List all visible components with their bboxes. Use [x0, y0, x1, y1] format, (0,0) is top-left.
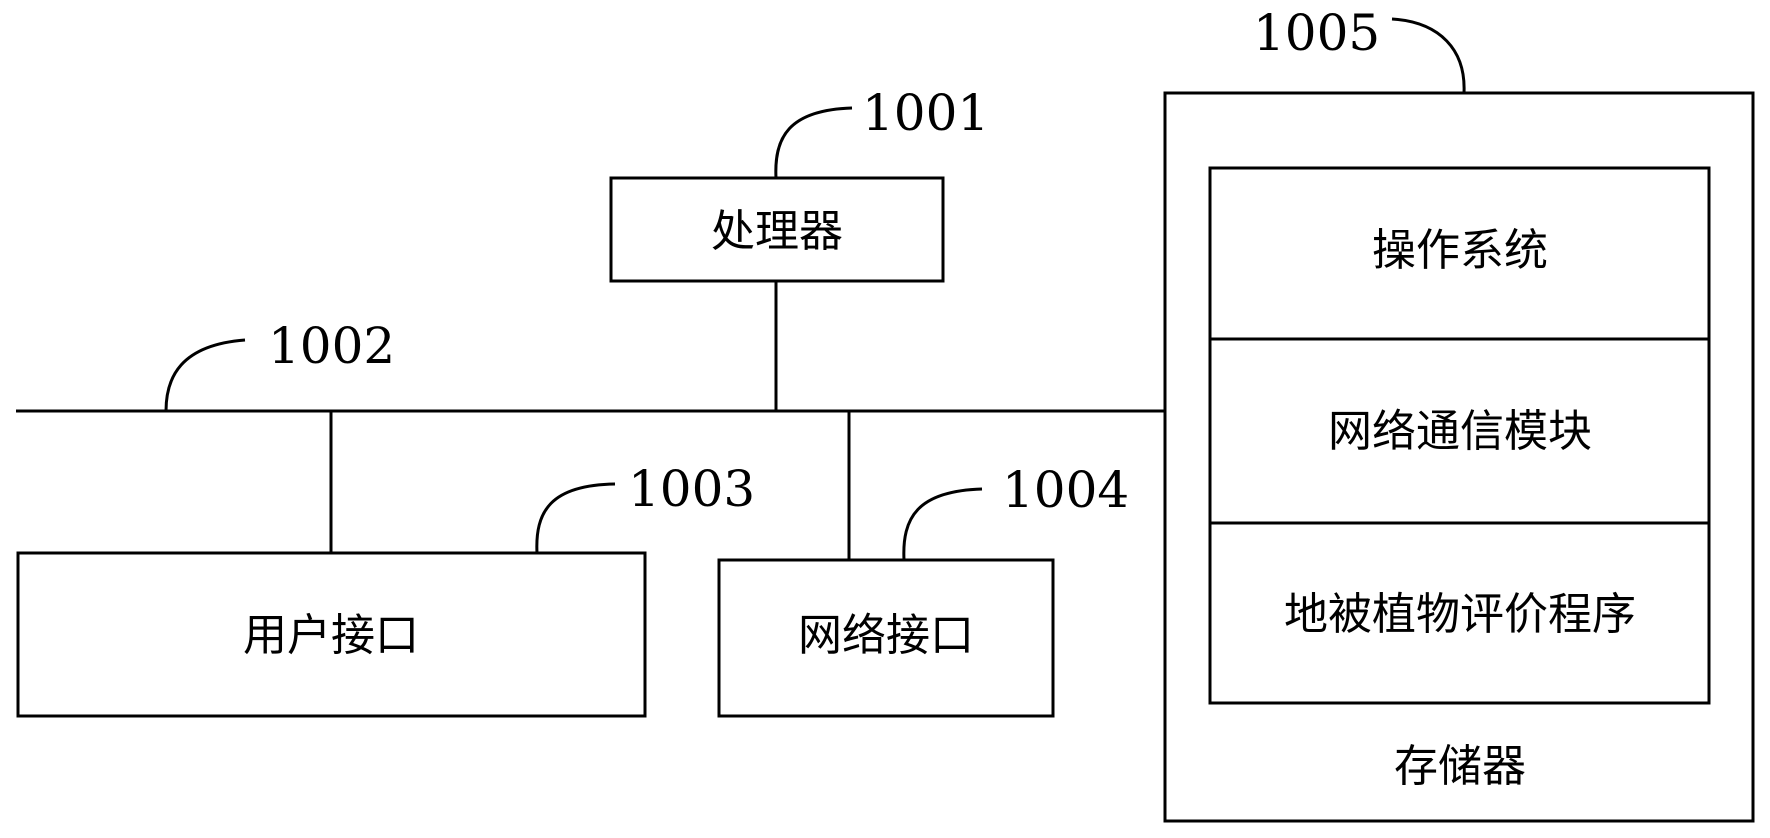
memory-ref: 1005	[1253, 4, 1380, 62]
memory-label: 存储器	[1394, 741, 1526, 792]
memory-module-program-box	[1208, 521, 1711, 705]
memory-module-os-box	[1208, 166, 1711, 341]
processor-label: 处理器	[711, 206, 843, 257]
network-interface-box	[717, 558, 1055, 718]
network-interface-ref: 1004	[1002, 461, 1129, 519]
bus-ref-leader	[164, 338, 246, 412]
network-interface-ref-leader	[902, 487, 983, 561]
processor-ref: 1001	[862, 84, 989, 142]
memory-module-network-box	[1208, 337, 1711, 525]
user-interface-label: 用户接口	[243, 610, 419, 661]
processor-ref-leader	[774, 106, 853, 179]
memory-ref-leader	[1391, 17, 1466, 94]
bus-ref: 1002	[268, 317, 395, 375]
memory-module-program-label: 地被植物评价程序	[1284, 589, 1636, 640]
user-interface-ref: 1003	[628, 460, 755, 518]
memory-module-network-label: 网络通信模块	[1328, 406, 1592, 457]
network-interface-label: 网络接口	[798, 610, 974, 661]
user-interface-ref-leader	[535, 482, 616, 554]
memory-module-os-label: 操作系统	[1372, 225, 1548, 276]
